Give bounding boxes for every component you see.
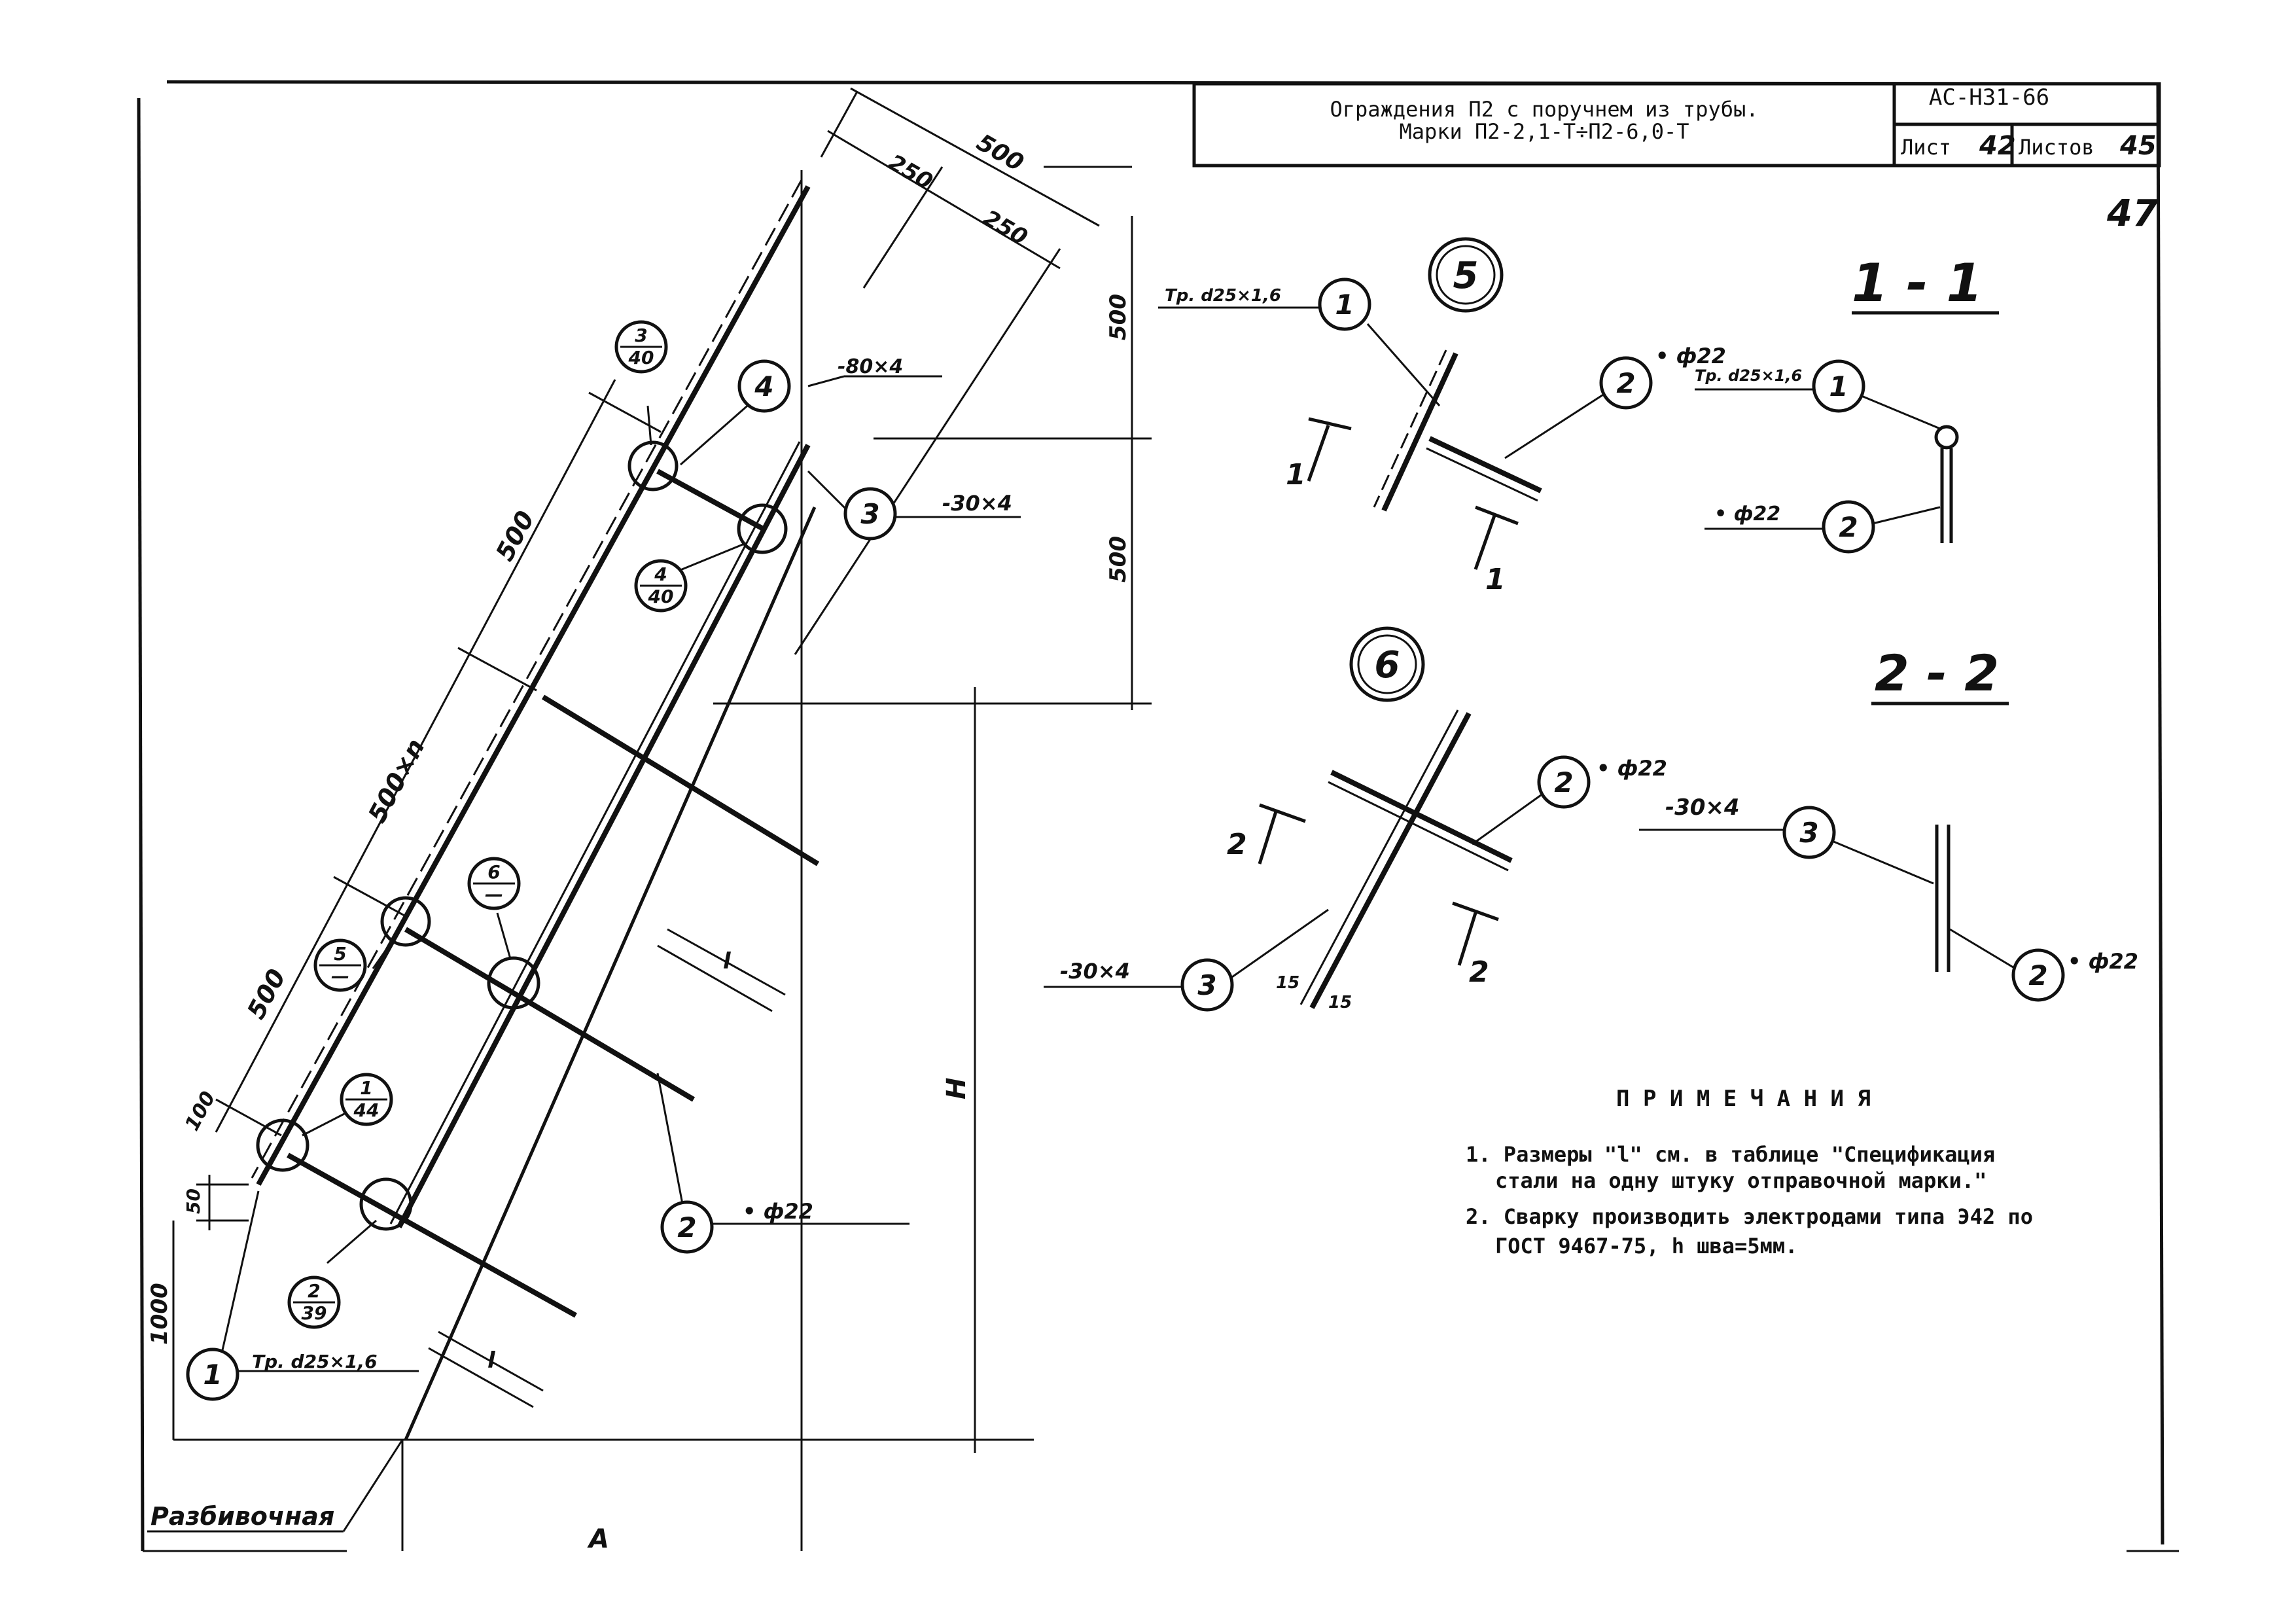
notes-line-4: ГОСТ 9467-75, h шва=5мм. (1495, 1234, 1797, 1258)
section-2-2-title: 2 - 2 (1875, 644, 1999, 702)
svg-text:—: — (331, 965, 349, 987)
section-2-2-spec-3: -30×4 (1665, 794, 1740, 821)
notes-line-2: стали на одну штуку отправочной марки." (1495, 1168, 1987, 1193)
callout-4-number: 4 (754, 370, 773, 402)
svg-text:1: 1 (360, 1077, 372, 1099)
dim-500xn: 500×n (362, 734, 431, 828)
detail-6-section-mark-b: 2 (1469, 955, 1489, 989)
detail-5-callout-2: 2 (1616, 367, 1635, 399)
svg-text:2: 2 (308, 1280, 320, 1302)
notes-block: П Р И М Е Ч А Н И Я 1. Размеры "l" см. в… (1466, 1086, 2033, 1258)
detail-6-number: 6 (1375, 644, 1400, 687)
dim-H: H (942, 1078, 972, 1099)
detail-6-section-mark-a: 2 (1227, 828, 1247, 861)
detail-5-callout-1: 1 (1335, 289, 1354, 321)
section-1-1-spec-1: Тр. d25×1,6 (1695, 366, 1802, 385)
title-block: Ограждения П2 с поручнем из трубы. Марки… (1192, 82, 2161, 235)
section-2-2: 2 - 2 3 -30×4 2 • ф22 (1639, 644, 2138, 1002)
detail-6-callout-3: 3 (1197, 969, 1216, 1001)
section-2-2-callout-3: 3 (1799, 817, 1818, 849)
sheet-stamp: 47 (2106, 192, 2158, 235)
svg-text:44: 44 (353, 1099, 380, 1121)
dim-1000: 1000 (147, 1283, 173, 1345)
section-1-1-title: 1 - 1 (1852, 253, 1983, 313)
main-railing-view: 500 250 250 500 500×n 500 100 50 1000 50… (147, 87, 1152, 1554)
notes-line-3: 2. Сварку производить электродами типа Э… (1466, 1204, 2033, 1229)
sheet-label: Лист (1901, 135, 1951, 160)
dim-100: 100 (181, 1088, 220, 1135)
detail-5-section-mark-a: 1 (1286, 458, 1306, 491)
section-1-1-callout-2: 2 (1839, 511, 1858, 543)
notes-heading: П Р И М Е Ч А Н И Я (1616, 1086, 1871, 1112)
sheets-label: Листов (2019, 135, 2094, 160)
l-marker-1: l (723, 948, 732, 974)
detail-6: 6 2 • ф22 3 -30×4 15 15 2 2 (1044, 626, 1667, 1012)
svg-text:6: 6 (487, 861, 500, 883)
layout-line-label: Разбивочная (150, 1502, 334, 1531)
node-ref-6: 6 — (467, 857, 521, 910)
section-2-2-spec-2: • ф22 (2068, 949, 2138, 974)
callout-3-spec: -30×4 (942, 491, 1012, 516)
title-line-2: Марки П2-2,1-Т÷П2-6,0-Т (1399, 119, 1689, 144)
section-2-2-callout-2: 2 (2028, 959, 2047, 991)
callout-3-number: 3 (860, 498, 879, 530)
node-ref-1-44: 1 44 (340, 1073, 393, 1126)
dim-500-right-upper: 500 (1105, 294, 1131, 340)
node-ref-5: 5 — (313, 938, 367, 992)
detail-6-dim-15b: 15 (1328, 993, 1352, 1012)
node-ref-4-40: 4 40 (634, 559, 688, 613)
svg-text:3: 3 (635, 325, 647, 346)
doc-code: АС-Н31-66 (1929, 84, 2049, 111)
svg-text:—: — (485, 883, 503, 905)
section-1-1-callout-1: 1 (1829, 370, 1848, 402)
section-1-1-spec-2: • ф22 (1714, 503, 1780, 526)
section-1-1: 1 - 1 1 Тр. d25×1,6 2 • ф22 (1695, 253, 1999, 554)
dim-500-top: 500 (972, 129, 1029, 177)
dim-A: A (587, 1524, 609, 1554)
svg-text:40: 40 (628, 347, 654, 368)
dim-500-left-lower: 500 (241, 965, 291, 1024)
notes-line-1: 1. Размеры "l" см. в таблице "Спецификац… (1466, 1142, 1995, 1167)
detail-6-spec-3: -30×4 (1060, 959, 1130, 984)
callout-1-spec: Тр. d25×1,6 (252, 1351, 378, 1372)
node-ref-2-39: 2 39 (287, 1275, 341, 1329)
callout-2-number: 2 (677, 1211, 696, 1243)
dim-250-b: 250 (979, 205, 1032, 251)
detail-5-spec-1: Тр. d25×1,6 (1165, 286, 1281, 306)
detail-6-callout-2: 2 (1554, 766, 1573, 798)
svg-text:39: 39 (302, 1302, 327, 1324)
svg-text:40: 40 (648, 586, 674, 607)
dim-500-right-lower: 500 (1105, 536, 1131, 582)
l-marker-2: l (487, 1347, 496, 1374)
svg-text:5: 5 (334, 943, 346, 965)
detail-5-number: 5 (1453, 255, 1479, 297)
sheets-value: 45 (2119, 131, 2157, 161)
detail-5-spec-2: • ф22 (1655, 344, 1726, 368)
dim-50: 50 (183, 1188, 204, 1214)
callout-1-number: 1 (203, 1359, 222, 1391)
title-line-1: Ограждения П2 с поручнем из трубы. (1330, 97, 1758, 122)
node-ref-3-40: 3 40 (614, 320, 668, 374)
detail-5-section-mark-b: 1 (1485, 563, 1506, 596)
sheet-value: 42 (1979, 131, 2016, 161)
detail-5: 5 1 Тр. d25×1,6 2 • ф22 1 1 (1158, 237, 1726, 596)
detail-6-dim-15a: 15 (1276, 973, 1299, 993)
callout-4-spec: -80×4 (838, 355, 903, 378)
svg-text:4: 4 (654, 563, 667, 585)
detail-6-spec-2: • ф22 (1597, 756, 1667, 781)
callout-2-spec: • ф22 (743, 1199, 813, 1224)
